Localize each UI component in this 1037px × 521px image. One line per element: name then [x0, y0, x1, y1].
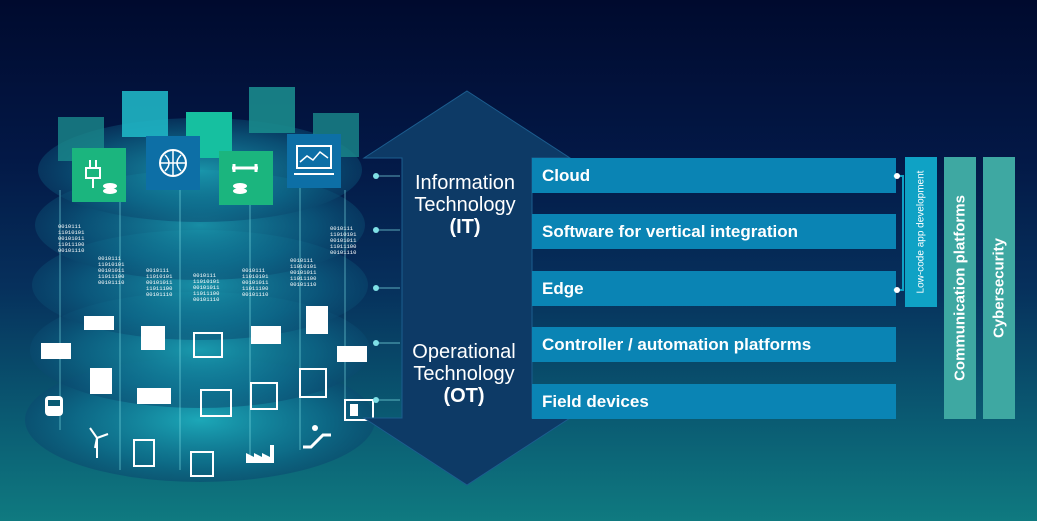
- svg-text:0010111: 0010111: [242, 267, 266, 274]
- svg-text:00101110: 00101110: [330, 249, 356, 256]
- bar-field-devices: Field devices: [532, 384, 896, 419]
- svg-text:0010111: 0010111: [193, 272, 217, 279]
- svg-text:00101011: 00101011: [98, 267, 125, 274]
- communication-platforms-bar: Communication platforms: [944, 157, 976, 419]
- svg-text:11010101: 11010101: [330, 231, 357, 238]
- globe-icon: [146, 136, 200, 190]
- svg-text:11010101: 11010101: [242, 273, 269, 280]
- train-icon: [45, 396, 63, 416]
- bar-cloud: Cloud: [532, 158, 896, 193]
- svg-text:00101011: 00101011: [242, 279, 269, 286]
- it-abbr: (IT): [449, 216, 481, 238]
- svg-text:11011100: 11011100: [242, 285, 268, 292]
- svg-text:11010101: 11010101: [58, 229, 85, 236]
- svg-text:0010111: 0010111: [330, 225, 354, 232]
- communication-label: Communication platforms: [951, 195, 969, 381]
- svg-text:0010111: 0010111: [290, 257, 314, 264]
- svg-text:00101110: 00101110: [98, 279, 124, 286]
- low-code-bracket: [893, 173, 904, 293]
- bar-controller: Controller / automation platforms: [532, 327, 896, 362]
- svg-text:00101011: 00101011: [146, 279, 173, 286]
- it-label: Information Technology (IT): [400, 172, 530, 238]
- low-code-bar: Low-code app development: [905, 157, 937, 307]
- wind-turbine-icon: [89, 427, 109, 458]
- plc-icon: [344, 399, 374, 421]
- svg-text:11010101: 11010101: [146, 273, 173, 280]
- svg-text:00101110: 00101110: [242, 291, 268, 298]
- wrench-icon: [219, 151, 273, 205]
- svg-text:11011100: 11011100: [290, 275, 316, 282]
- chart-monitor-icon: [287, 134, 341, 188]
- svg-text:00101110: 00101110: [290, 281, 316, 288]
- svg-text:11010101: 11010101: [290, 263, 317, 270]
- svg-text:11011100: 11011100: [193, 290, 219, 297]
- svg-text:11011100: 11011100: [146, 285, 172, 292]
- svg-text:0010111: 0010111: [58, 223, 82, 230]
- cybersecurity-label: Cybersecurity: [990, 237, 1008, 339]
- factory-icon: [246, 445, 274, 463]
- svg-text:00101011: 00101011: [58, 235, 85, 242]
- ot-label: Operational Technology (OT): [398, 341, 530, 407]
- low-code-label: Low-code app development: [915, 170, 927, 294]
- svg-text:00101011: 00101011: [290, 269, 317, 276]
- cybersecurity-bar: Cybersecurity: [983, 157, 1015, 419]
- layer-stack-illustration: 001011111010101001010111101110000101110 …: [25, 87, 400, 482]
- svg-text:11011100: 11011100: [58, 241, 84, 248]
- plug-icon: [72, 148, 126, 202]
- escalator-icon: [303, 425, 331, 449]
- svg-text:00101011: 00101011: [193, 284, 220, 291]
- ot-abbr: (OT): [443, 385, 485, 407]
- svg-text:11011100: 11011100: [330, 243, 356, 250]
- bar-edge: Edge: [532, 271, 896, 306]
- svg-text:0010111: 0010111: [146, 267, 170, 274]
- svg-text:0010111: 0010111: [98, 255, 122, 262]
- ot-line2: Technology: [413, 363, 515, 385]
- svg-text:00101011: 00101011: [330, 237, 357, 244]
- ot-line1: Operational: [412, 341, 516, 363]
- svg-text:00101110: 00101110: [193, 296, 219, 303]
- it-line1: Information: [414, 172, 516, 194]
- svg-text:11010101: 11010101: [193, 278, 220, 285]
- svg-text:00101110: 00101110: [146, 291, 172, 298]
- svg-text:11011100: 11011100: [98, 273, 124, 280]
- it-line2: Technology: [414, 194, 516, 216]
- svg-text:11010101: 11010101: [98, 261, 125, 268]
- bar-software: Software for vertical integration: [532, 214, 896, 249]
- svg-text:00101110: 00101110: [58, 247, 84, 254]
